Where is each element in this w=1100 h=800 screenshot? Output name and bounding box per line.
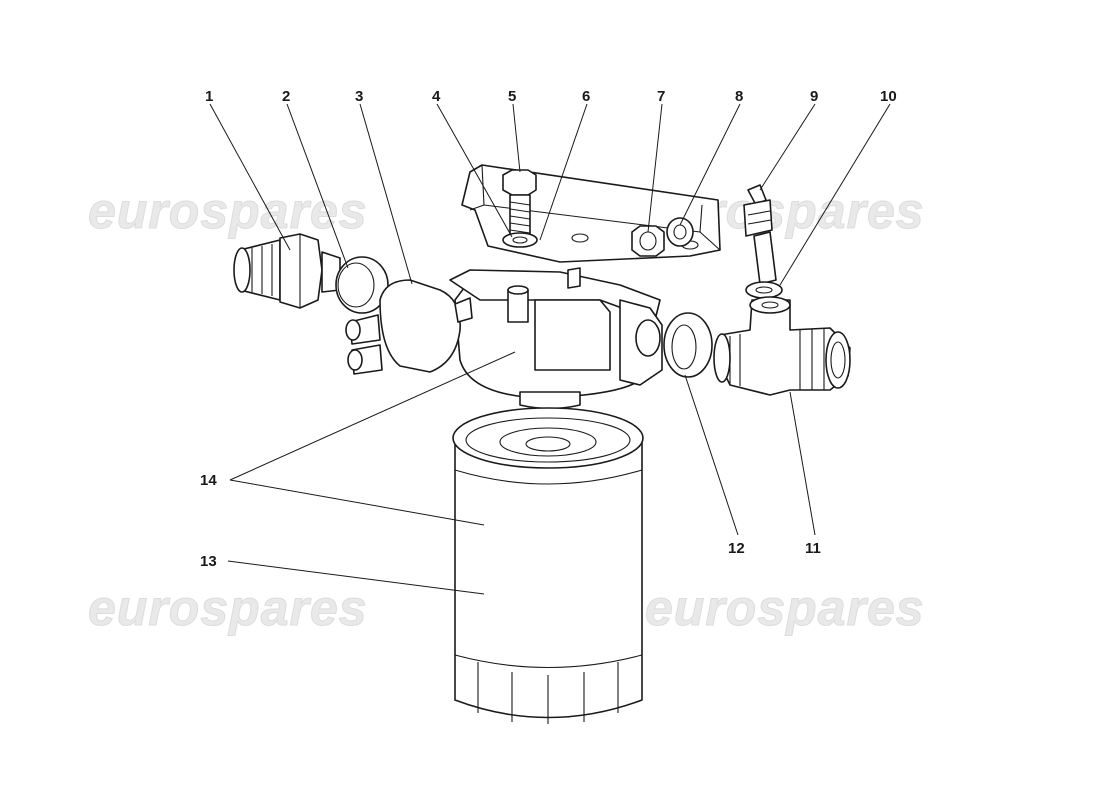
- leader-11: [789, 391, 816, 536]
- leader-12: [684, 374, 739, 536]
- callout-3: 3: [355, 88, 363, 105]
- watermark-top-left: eurospares: [88, 183, 368, 239]
- tee-fitting-icon: [713, 296, 851, 396]
- mounting-bracket-icon: [461, 164, 721, 263]
- filter-support-housing-icon: [449, 267, 663, 410]
- callout-14: 14: [200, 472, 217, 489]
- watermark-bottom-left: eurospares: [88, 580, 368, 636]
- callout-10: 10: [880, 88, 897, 105]
- callout-4: 4: [432, 88, 441, 105]
- sealing-ring-icon: [335, 256, 389, 314]
- callout-7: 7: [657, 88, 665, 105]
- leader-9: [759, 103, 816, 191]
- callout-5: 5: [508, 88, 516, 105]
- callout-13: 13: [200, 553, 217, 570]
- washer-icon: [666, 217, 694, 247]
- callout-8: 8: [735, 88, 743, 105]
- leader-lines: [209, 103, 891, 595]
- watermark-bottom-right: eurospares: [645, 580, 925, 636]
- callout-11: 11: [805, 540, 821, 557]
- oil-filter-cartridge-icon: [452, 407, 644, 724]
- leader-13: [227, 560, 485, 595]
- leader-8: [679, 103, 741, 226]
- leader-14b: [229, 479, 485, 526]
- leader-6: [539, 103, 588, 241]
- temperature-sender-icon: [743, 184, 777, 285]
- bolt-icon: [502, 169, 537, 239]
- sealing-ring-icon: [663, 312, 713, 378]
- pressure-sender-icon: [345, 279, 473, 375]
- leader-2: [286, 103, 349, 269]
- leader-1: [209, 103, 291, 251]
- leader-3: [359, 103, 413, 285]
- callout-9: 9: [810, 88, 818, 105]
- callout-layer: 1 2 3 4 5 6 7 8 9 10 11 12 13 14: [200, 88, 897, 570]
- leader-7: [647, 103, 663, 233]
- leader-10: [779, 103, 891, 286]
- leader-14a: [229, 351, 516, 481]
- callout-2: 2: [282, 88, 290, 105]
- nut-icon: [631, 225, 665, 257]
- callout-6: 6: [582, 88, 590, 105]
- leader-5: [512, 103, 521, 173]
- union-fitting-icon: [233, 233, 341, 309]
- sealing-ring-icon: [745, 281, 783, 299]
- watermark-layer: eurospares eurospares eurospares eurospa…: [88, 183, 925, 637]
- washer-icon: [502, 232, 538, 248]
- leader-4: [436, 103, 513, 238]
- callout-12: 12: [728, 540, 745, 557]
- callout-1: 1: [205, 88, 213, 105]
